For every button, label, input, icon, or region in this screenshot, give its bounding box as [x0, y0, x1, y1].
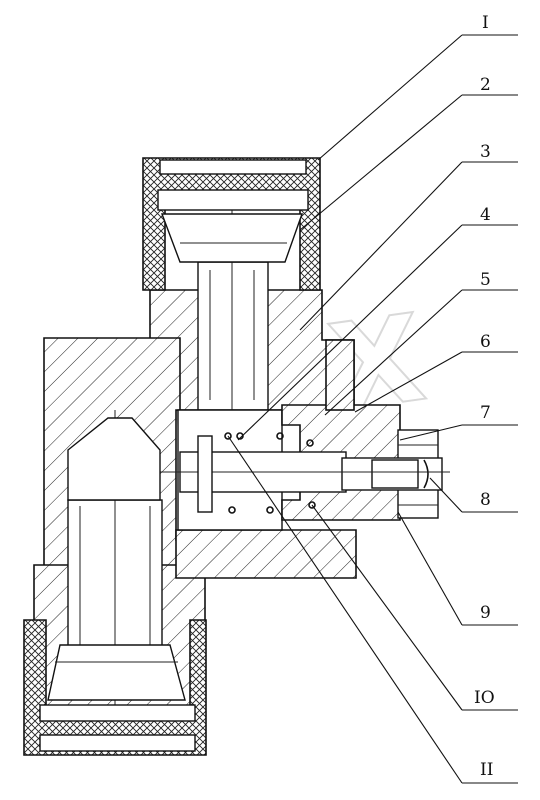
- callout-label-2: 2: [480, 75, 491, 95]
- callout-label-11: II: [480, 760, 493, 780]
- callout-labels: I 2 3 4 5 6 7 8 9 IO II: [474, 13, 495, 780]
- callout-label-5: 5: [480, 270, 491, 290]
- callout-label-4: 4: [480, 205, 491, 225]
- springs: [197, 432, 316, 514]
- callout-label-6: 6: [480, 332, 491, 352]
- upper-bore: [197, 261, 269, 411]
- leader-lines: [227, 34, 518, 784]
- callout-label-9: 9: [480, 603, 491, 623]
- top-fitting: [142, 157, 321, 291]
- callout-label-8: 8: [480, 490, 491, 510]
- callout-label-7: 7: [480, 403, 491, 423]
- spindle: [150, 451, 450, 493]
- callout-label-1: I: [482, 13, 489, 33]
- bottom-fitting: [23, 619, 207, 756]
- callout-label-3: 3: [480, 142, 491, 162]
- callout-label-10: IO: [474, 688, 495, 708]
